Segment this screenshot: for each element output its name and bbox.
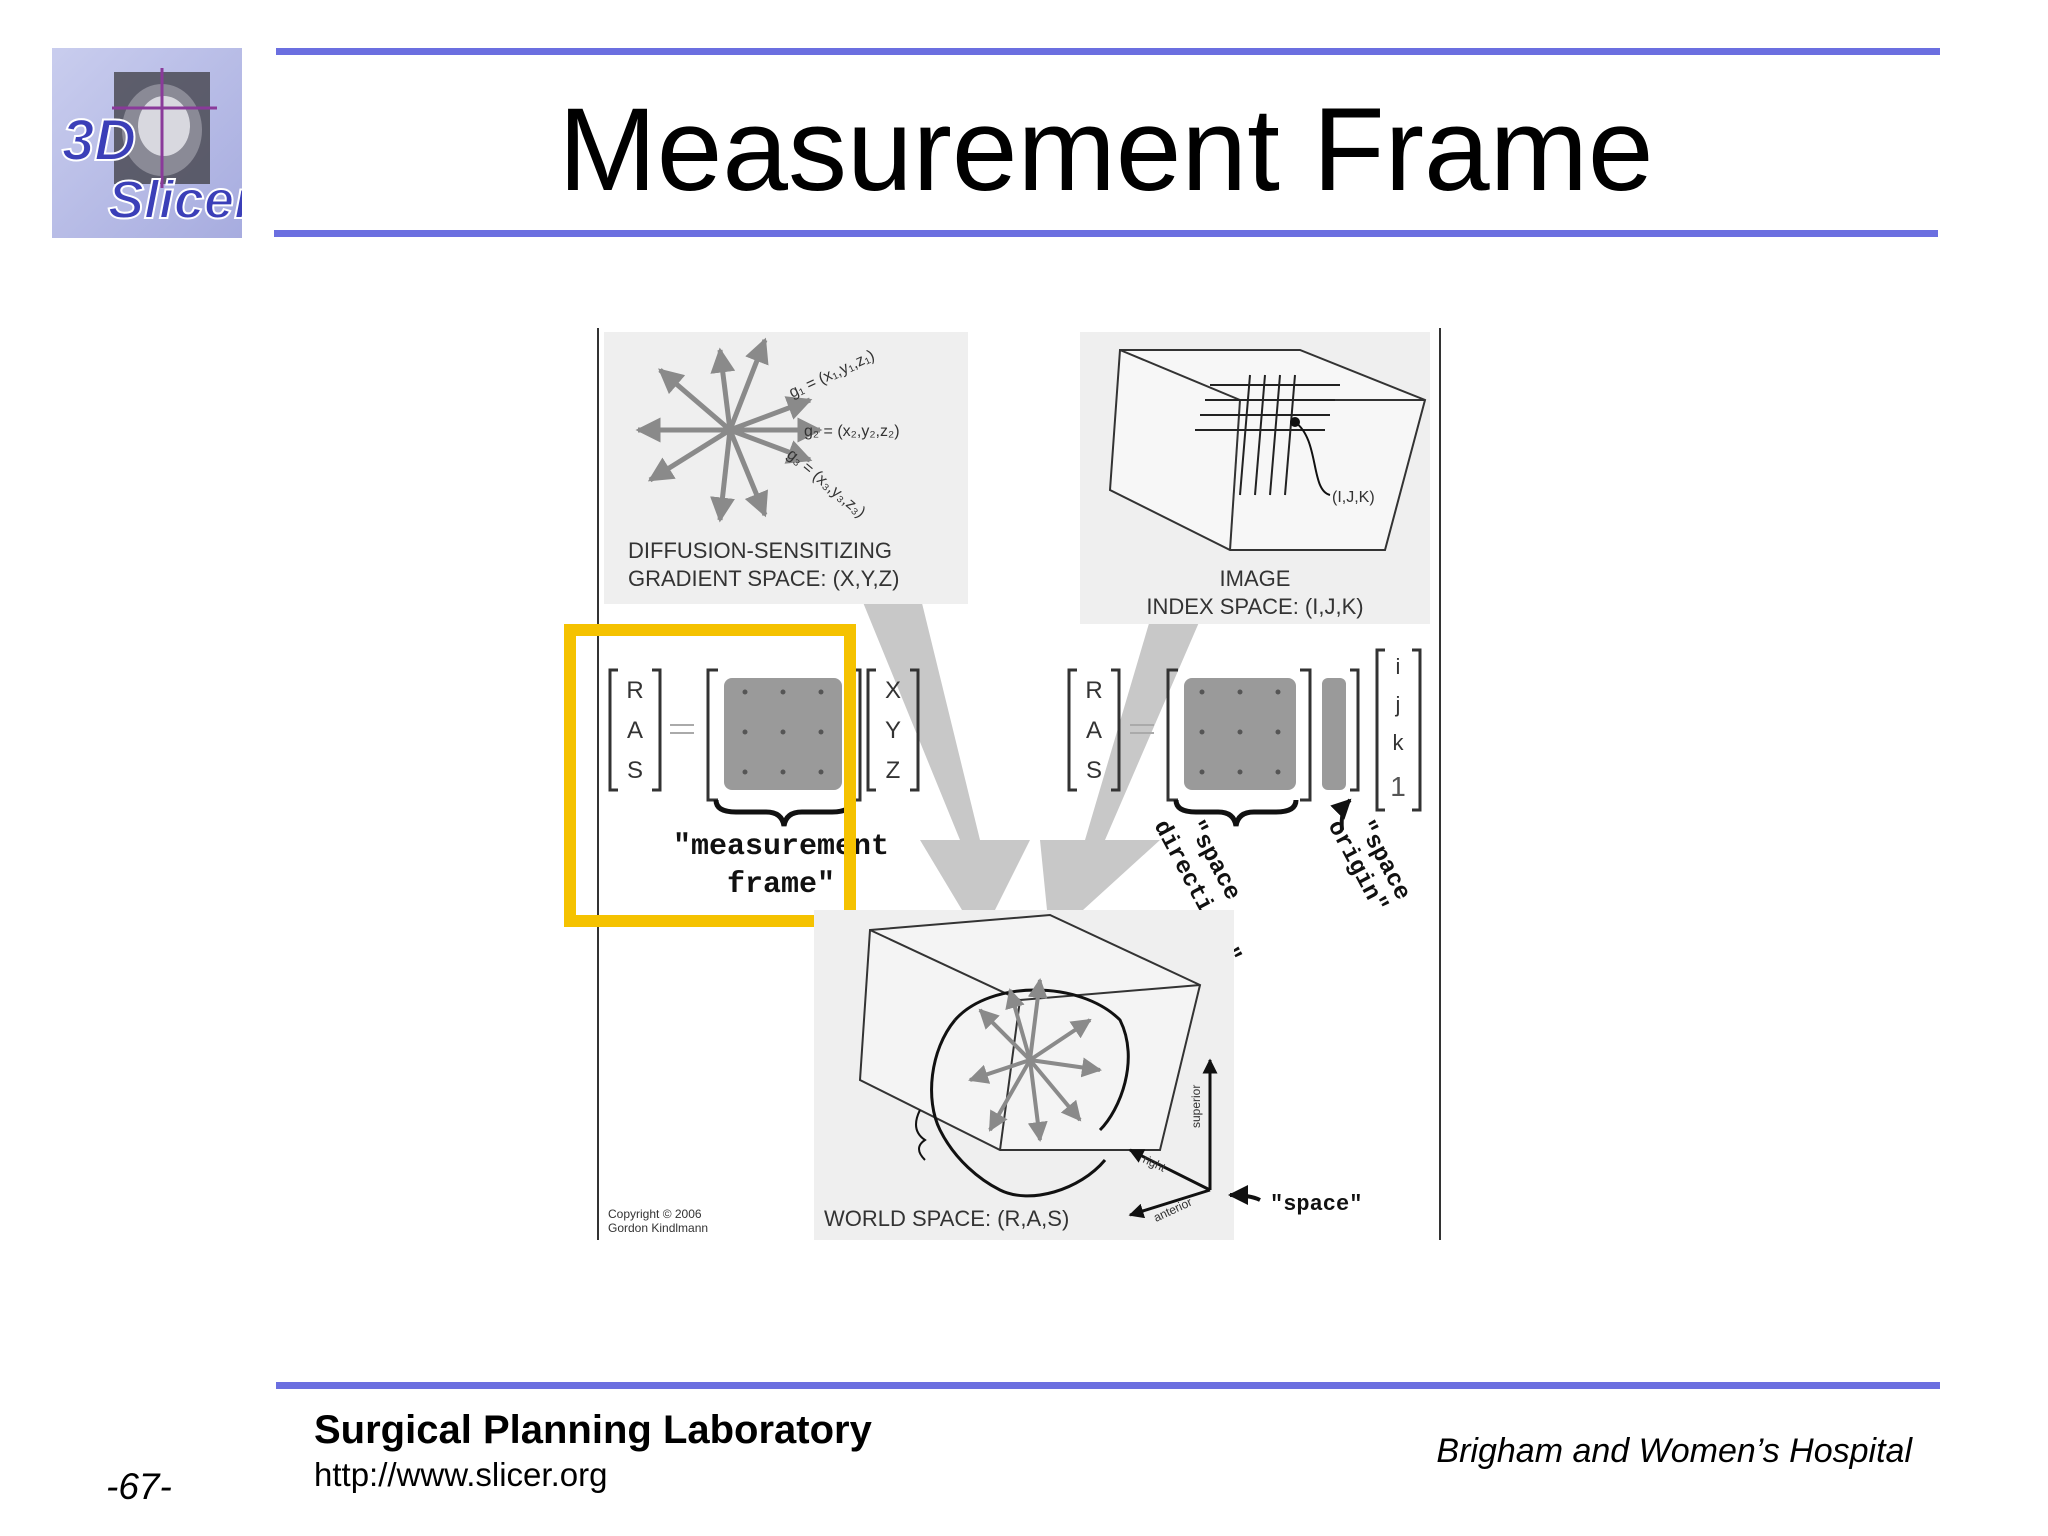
- gradient-space-label-line2: GRADIENT SPACE: (X,Y,Z): [628, 566, 899, 591]
- right-lhs-a: A: [1086, 717, 1102, 744]
- copyright-line1: Copyright © 2006: [608, 1207, 702, 1221]
- measurement-frame-highlight: [564, 624, 856, 927]
- lab-url-link[interactable]: http://www.slicer.org: [314, 1456, 608, 1493]
- right-lhs-s: S: [1086, 757, 1102, 784]
- image-index-space-panel: (I,J,K) IMAGE INDEX SPACE: (I,J,K): [1080, 332, 1430, 624]
- world-space-label: WORLD SPACE: (R,A,S): [824, 1206, 1069, 1231]
- hospital-name: Brigham and Women’s Hospital: [1436, 1432, 1912, 1470]
- measurement-frame-equation: R A S X Y Z "measurement frame": [608, 668, 920, 902]
- logo-text-3d: 3D: [62, 108, 136, 173]
- gradient-to-world-arrow: [860, 595, 1030, 940]
- left-lhs-s: S: [627, 757, 643, 784]
- vector-i: i: [1396, 654, 1401, 679]
- header-bottom-rule: [274, 230, 1938, 237]
- space-label: "space": [1270, 1192, 1362, 1217]
- header-top-rule: [276, 48, 1940, 55]
- measurement-frame-diagram: g₁ = (x₁,y₁,z₁) g₂ = (x₂,y₂,z₂) g₃ = (x₃…: [564, 328, 1441, 1240]
- right-lhs-r: R: [1085, 677, 1102, 704]
- slicer-logo: 3D Slicer: [52, 48, 242, 238]
- copyright-line2: Gordon Kindlmann: [608, 1221, 708, 1235]
- left-rhs-x: X: [885, 677, 901, 704]
- measurement-frame-label-line2: frame": [727, 868, 835, 902]
- vector-j: j: [1395, 692, 1401, 717]
- gradient-space-label-line1: DIFFUSION-SENSITIZING: [628, 538, 892, 563]
- page-number: -67-: [106, 1466, 172, 1507]
- gradient-g2-label: g₂ = (x₂,y₂,z₂): [804, 423, 900, 440]
- index-point-label: (I,J,K): [1332, 489, 1375, 506]
- footer-rule: [276, 1382, 1940, 1389]
- axis-superior-label: superior: [1189, 1085, 1203, 1128]
- measurement-frame-label-line1: "measurement: [673, 830, 889, 864]
- world-space-panel: superior right anterior "space" WORLD SP…: [814, 910, 1362, 1240]
- left-rhs-z: Z: [886, 757, 901, 784]
- slide-title: Measurement Frame: [558, 84, 1654, 216]
- index-space-label-line1: IMAGE: [1220, 566, 1291, 591]
- left-lhs-r: R: [626, 677, 643, 704]
- left-lhs-a: A: [627, 717, 643, 744]
- gradient-space-panel: g₁ = (x₁,y₁,z₁) g₂ = (x₂,y₂,z₂) g₃ = (x₃…: [604, 332, 968, 604]
- vector-k: k: [1393, 730, 1405, 755]
- lab-name: Surgical Planning Laboratory: [314, 1408, 872, 1452]
- vector-one: 1: [1390, 771, 1406, 802]
- index-space-label-line2: INDEX SPACE: (I,J,K): [1146, 594, 1363, 619]
- left-rhs-y: Y: [885, 717, 901, 744]
- logo-text-slicer: Slicer: [108, 170, 242, 230]
